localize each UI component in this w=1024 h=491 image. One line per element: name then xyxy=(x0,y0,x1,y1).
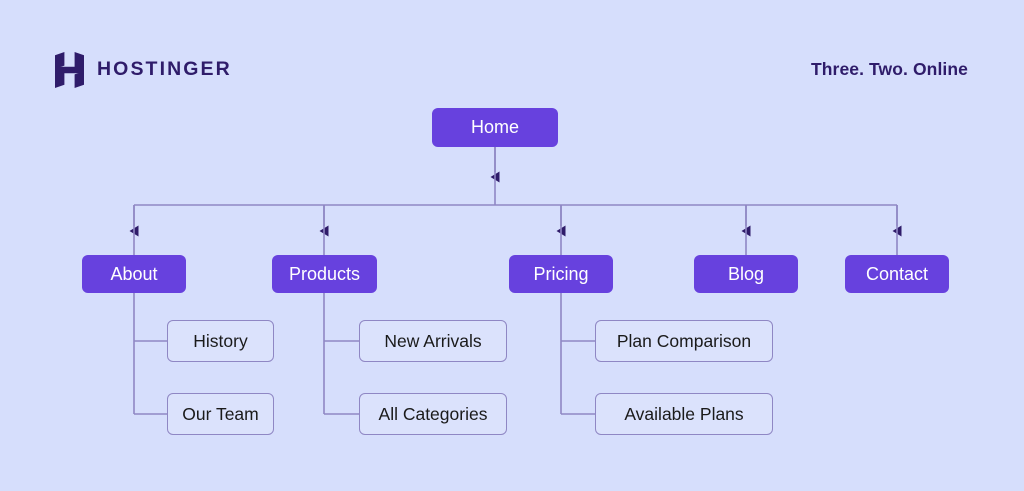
node-history[interactable]: History xyxy=(167,320,274,362)
hostinger-logo-icon xyxy=(55,52,84,88)
node-contact-label: Contact xyxy=(865,263,929,284)
node-plan-comparison-label: Plan Comparison xyxy=(616,330,752,351)
node-about[interactable]: About xyxy=(82,255,186,293)
node-home[interactable]: Home xyxy=(432,108,558,147)
brand-wordmark: HOSTINGER xyxy=(97,58,232,81)
node-home-label: Home xyxy=(470,117,519,137)
node-pricing-label: Pricing xyxy=(533,263,589,284)
node-blog[interactable]: Blog xyxy=(694,255,798,293)
node-plan-comparison[interactable]: Plan Comparison xyxy=(595,320,773,362)
node-our-team-label: Our Team xyxy=(182,403,259,424)
node-products-label: Products xyxy=(288,263,361,284)
node-all-categories[interactable]: All Categories xyxy=(359,393,507,435)
node-available-plans-label: Available Plans xyxy=(624,403,744,424)
node-available-plans[interactable]: Available Plans xyxy=(595,393,773,435)
node-history-label: History xyxy=(193,330,248,351)
node-blog-label: Blog xyxy=(727,263,765,284)
node-new-arrivals-label: New Arrivals xyxy=(384,330,482,351)
node-products[interactable]: Products xyxy=(272,255,377,293)
node-our-team[interactable]: Our Team xyxy=(167,393,274,435)
node-new-arrivals[interactable]: New Arrivals xyxy=(359,320,507,362)
tagline: Three. Two. Online xyxy=(810,59,968,79)
node-pricing[interactable]: Pricing xyxy=(509,255,613,293)
brand-lockup: HOSTINGER xyxy=(55,52,232,88)
node-about-label: About xyxy=(110,263,158,284)
node-all-categories-label: All Categories xyxy=(378,403,488,424)
node-contact[interactable]: Contact xyxy=(845,255,949,293)
